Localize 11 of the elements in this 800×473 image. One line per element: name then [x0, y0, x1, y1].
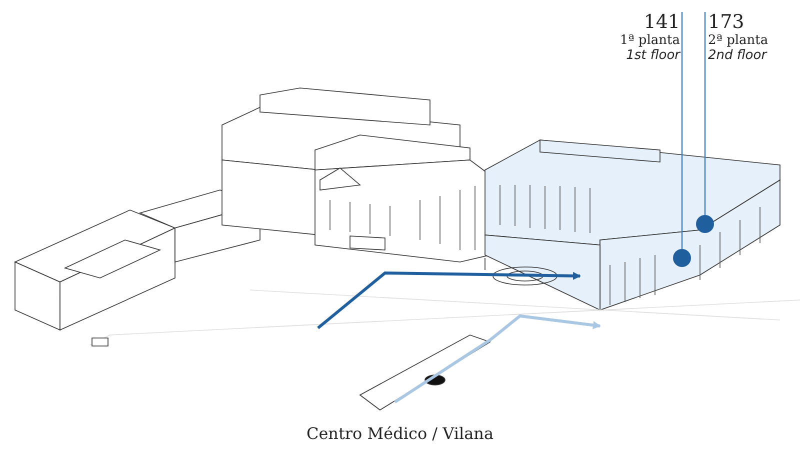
floor-label: 1ª planta	[618, 34, 680, 49]
location-dot	[673, 249, 691, 267]
floor-label: 1st floor	[625, 48, 680, 64]
floor-label: 2nd floor	[708, 48, 768, 64]
leader-line	[681, 12, 683, 249]
number-text: 141	[642, 12, 680, 34]
caption: Centro Médico / Vilana	[305, 424, 495, 443]
leader-line	[704, 12, 706, 215]
floor-label: 2ª planta	[708, 34, 770, 49]
location-dot	[696, 215, 714, 233]
number-text: 173	[708, 12, 746, 34]
